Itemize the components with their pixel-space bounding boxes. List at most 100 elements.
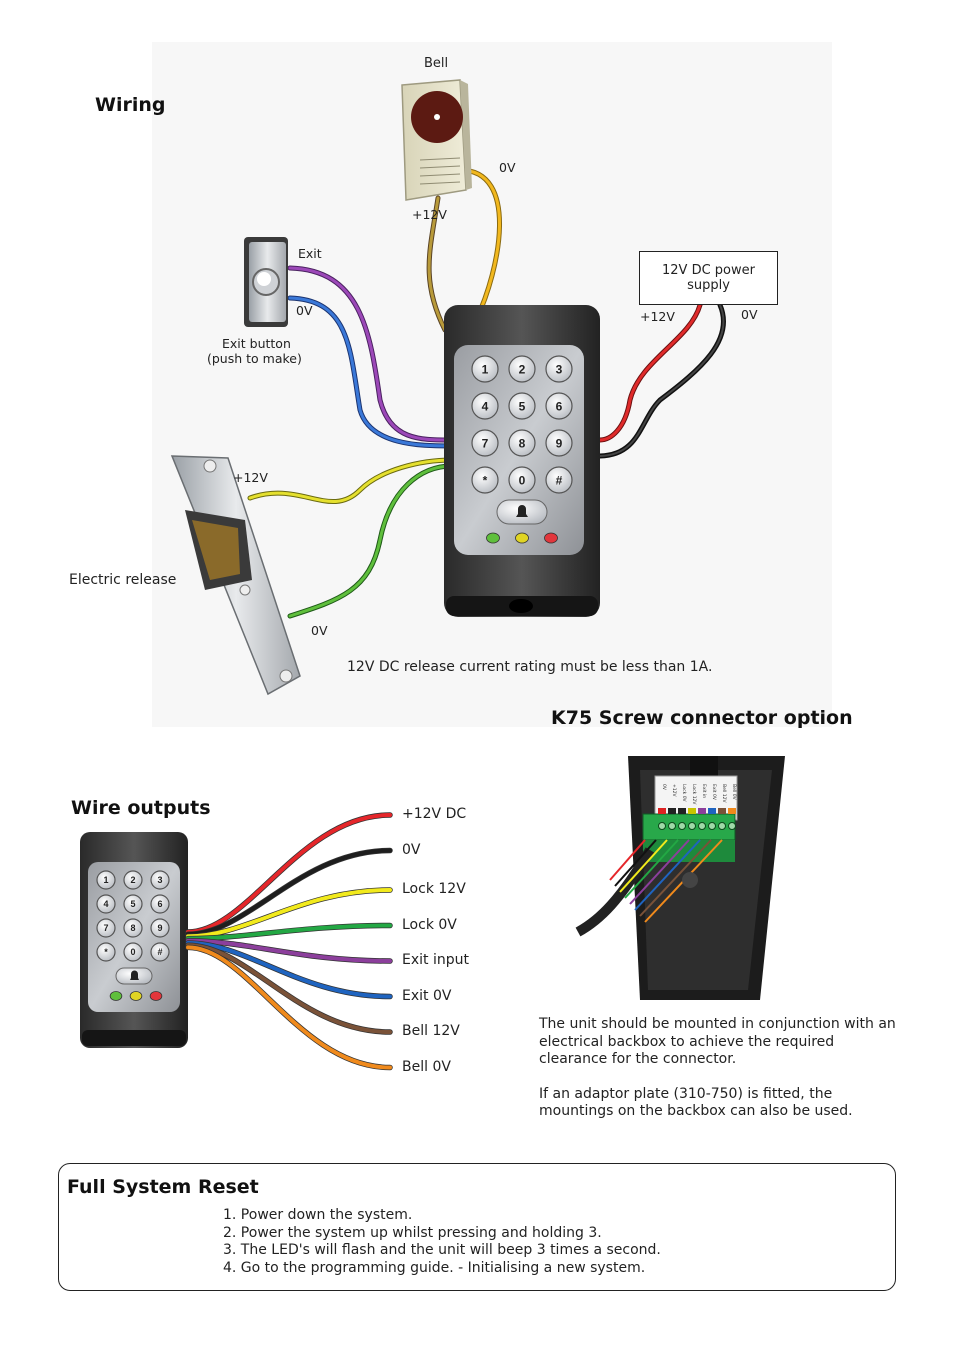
keypad-key [545,392,573,420]
release-wires [247,457,455,619]
keypad-key-label: 1 [103,875,108,885]
psu-wires [597,302,727,459]
terminal-screw [698,822,706,830]
keypad-key [150,870,170,890]
terminal-color-tab [718,808,726,814]
keypad-key [150,894,170,914]
terminal-color-tab [698,808,706,814]
exit-label: Exit [298,246,322,261]
terminal-label: Bell 12V [721,784,727,804]
psu-label-line2: supply [687,278,730,293]
keypad-led [515,532,529,544]
keypad-key-label: 5 [130,899,135,909]
wire-output-line [186,923,392,941]
release-0v-label: 0V [311,623,328,638]
mounting-note-paragraph-2: If an adaptor plate (310-750) is fitted,… [539,1085,853,1120]
wire-output-label: Exit input [402,952,469,968]
reset-heading: Full System Reset [67,1176,259,1198]
terminal-screw [708,822,716,830]
keypad-led [149,991,163,1001]
psu-box: 12V DC power supply [639,251,778,305]
terminal-label: Exit in [701,784,707,798]
electric-release-device [170,455,301,696]
wire-output-line [186,813,392,934]
keypad-key-label: 9 [556,436,563,450]
terminal-screw [668,822,676,830]
keypad-key [471,392,499,420]
keypad-key-label: 4 [482,399,489,413]
bell-0v-label: 0V [499,160,516,175]
keypad-key-label: 3 [556,362,563,376]
exit-button-sublabel: (push to make) [207,351,302,366]
terminal-screw [688,822,696,830]
keypad-key-label: 8 [519,436,526,450]
keypad-key [96,870,116,890]
wire-output-label: Lock 0V [402,916,457,933]
keypad-key-label: 3 [157,875,162,885]
keypad-key-label: 6 [556,399,563,413]
wire-outputs-heading: Wire outputs [71,797,211,819]
terminal-color-tab [708,808,716,814]
reset-step: 4. Go to the programming guide. - Initia… [223,1259,646,1276]
wire-output-line [186,888,392,939]
psu-0v-label: 0V [741,307,758,322]
keypad-key-label: # [556,473,563,487]
wire-output-line [186,943,392,1034]
keypad-key [545,355,573,383]
keypad-key-label: # [157,947,162,957]
keypad-key-label: 2 [519,362,526,376]
keypad-key [96,894,116,914]
keypad-key [123,894,143,914]
terminal-color-tab [728,808,736,814]
keypad-led [486,532,500,544]
keypad-key [96,942,116,962]
keypad-key [150,942,170,962]
reset-steps-list: 1. Power down the system. 2. Power the s… [223,1207,661,1277]
keypad-key-label: 7 [482,436,489,450]
keypad-key [545,466,573,494]
keypad-led [129,991,143,1001]
keypad-key-label: 8 [130,923,135,933]
terminal-label: Lock 12V [691,784,697,805]
main-keypad-leds [486,532,558,544]
reset-step: 2. Power the system up whilst pressing a… [223,1224,602,1241]
terminal-label: Bell 0V [731,784,737,801]
wire-output-label: Bell 0V [402,1058,451,1075]
wire-output-line [186,848,392,937]
keypad-key-label: 7 [103,923,108,933]
k75-heading: K75 Screw connector option [551,707,853,729]
release-12v-label: +12V [233,470,268,485]
main-keypad-bell-key [496,499,548,525]
wiring-heading: Wiring [95,94,166,116]
bell-12v-label: +12V [412,207,447,222]
terminal-color-tab [658,808,666,814]
small-keypad-leds [109,991,163,1001]
reset-step: 3. The LED's will flash and the unit wil… [223,1242,661,1258]
terminal-screw [728,822,736,830]
exit-button-label: Exit button [222,336,291,351]
wire-output-label: Lock 12V [402,881,466,897]
keypad-key [471,466,499,494]
keypad-key [150,918,170,938]
k75-screw-connector-device [575,756,785,1000]
keypad-key-label: 0 [519,473,526,487]
wire-output-line [186,945,392,1070]
electric-release-label: Electric release [69,572,177,588]
keypad-key [471,355,499,383]
keypad-key [508,466,536,494]
keypad-key [508,429,536,457]
mounting-note-paragraph-1: The unit should be mounted in conjunctio… [539,1016,896,1067]
bell-label: Bell [424,56,449,71]
terminal-color-tab [678,808,686,814]
psu-12v-label: +12V [640,309,675,324]
keypad-key [471,429,499,457]
keypad-key-label: 2 [130,875,135,885]
release-current-note: 12V DC release current rating must be le… [347,659,713,675]
terminal-label: Lock 0V [681,784,687,803]
exit-button-device [244,237,288,327]
wire-output-label: Exit 0V [402,987,452,1004]
